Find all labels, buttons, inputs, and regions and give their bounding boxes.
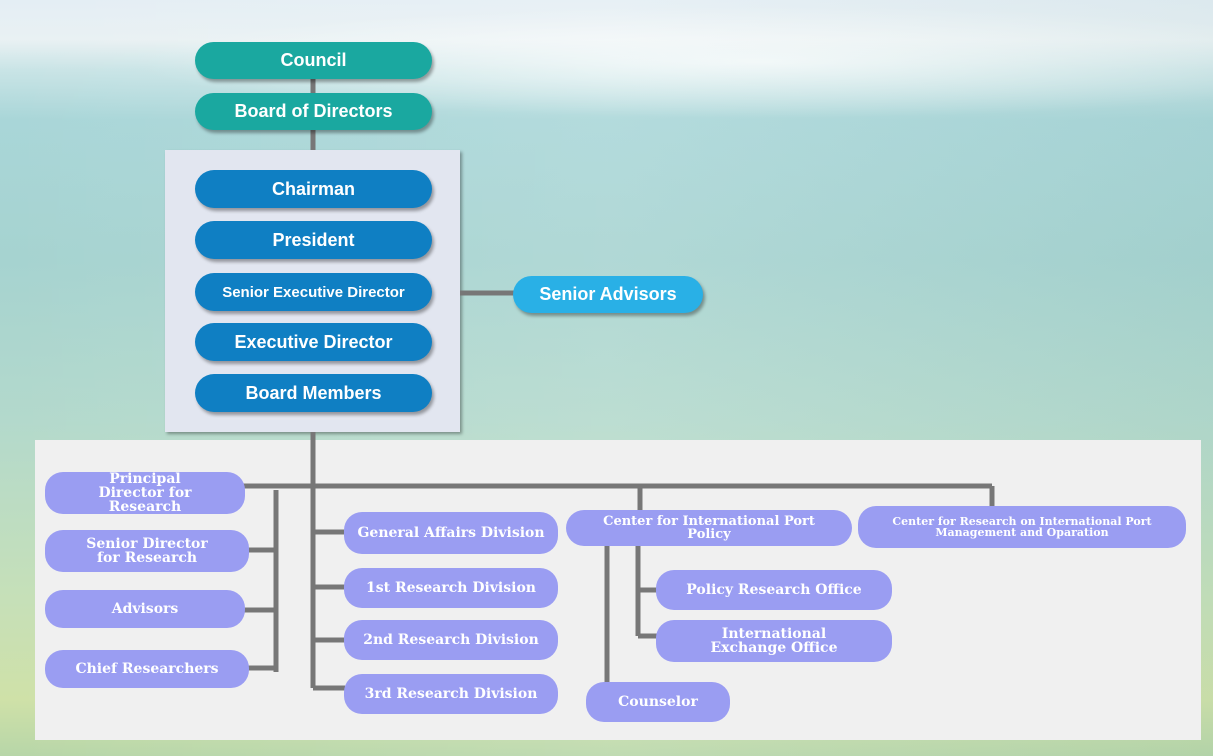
president-box: President [195, 221, 432, 259]
research-division-2-box: 2nd Research Division [344, 620, 558, 660]
center-international-port-policy-box: Center for International Port Policy [566, 510, 852, 546]
board-members-box: Board Members [195, 374, 432, 412]
principal-director-box: Principal Director for Research [45, 472, 245, 514]
international-exchange-office-box: International Exchange Office [656, 620, 892, 662]
senior-advisors-box: Senior Advisors [513, 276, 703, 313]
advisors-box: Advisors [45, 590, 245, 628]
policy-research-office-box: Policy Research Office [656, 570, 892, 610]
chief-researchers-box: Chief Researchers [45, 650, 249, 688]
counselor-box: Counselor [586, 682, 730, 722]
senior-director-box: Senior Director for Research [45, 530, 249, 572]
board-of-directors-box: Board of Directors [195, 93, 432, 130]
senior-executive-director-box: Senior Executive Director [195, 273, 432, 311]
general-affairs-division-box: General Affairs Division [344, 512, 558, 554]
council-box: Council [195, 42, 432, 79]
chairman-box: Chairman [195, 170, 432, 208]
research-division-3-box: 3rd Research Division [344, 674, 558, 714]
executive-director-box: Executive Director [195, 323, 432, 361]
center-research-port-management-box: Center for Research on International Por… [858, 506, 1186, 548]
research-division-1-box: 1st Research Division [344, 568, 558, 608]
